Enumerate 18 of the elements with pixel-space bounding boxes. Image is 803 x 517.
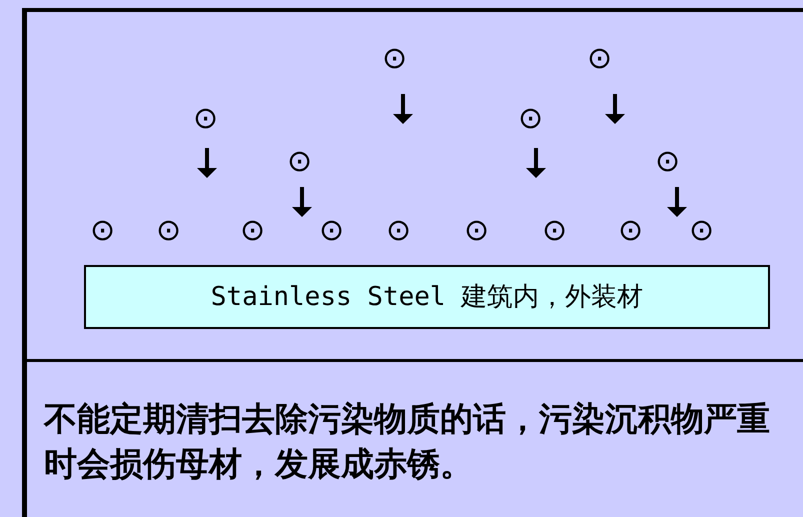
- particle-symbol: ⊙: [193, 104, 218, 134]
- particle-symbol: ⊙: [382, 44, 408, 74]
- particle-symbol: ⊙: [655, 147, 680, 177]
- particle-symbol: ⊙: [464, 216, 490, 246]
- steel-plate: [84, 265, 770, 329]
- particle-symbol: ⊙: [240, 216, 266, 246]
- particle-symbol: ⊙: [542, 216, 568, 246]
- particle-symbol: ⊙: [90, 216, 116, 246]
- plate-label: Stainless Steel 建筑内，外装材: [210, 280, 644, 314]
- particle-symbol: ⊙: [156, 216, 182, 246]
- particle-symbol: ⊙: [518, 104, 544, 134]
- particle-symbol: ⊙: [689, 216, 714, 246]
- particle-symbol: ⊙: [287, 147, 312, 177]
- particle-symbol: ⊙: [587, 44, 612, 74]
- particle-symbol: ⊙: [386, 216, 412, 246]
- note-text: 不能定期清扫去除污染物质的话，污染沉积物严重时会损伤母材，发展成赤锈。: [44, 398, 771, 485]
- particle-symbol: ⊙: [618, 216, 644, 246]
- particle-symbol: ⊙: [319, 216, 344, 246]
